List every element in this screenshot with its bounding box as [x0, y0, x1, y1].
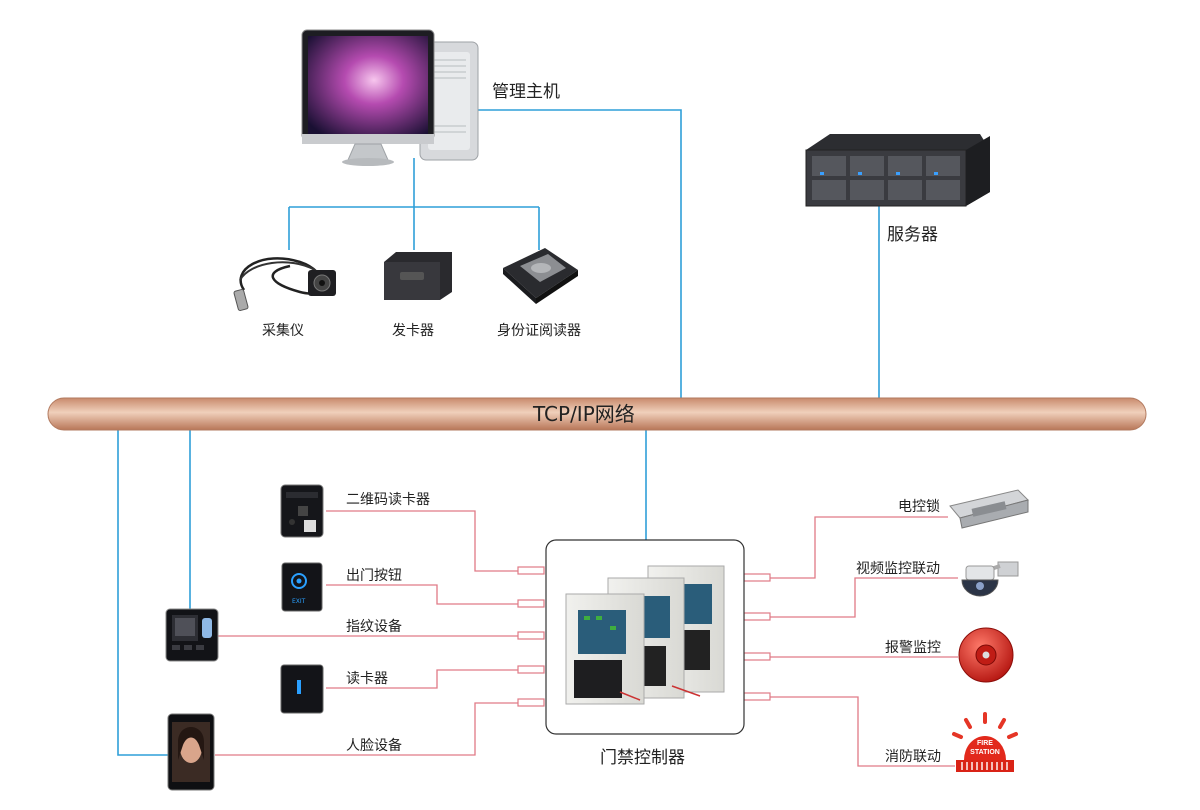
network-lines — [117, 109, 880, 756]
svg-text:STATION: STATION — [970, 749, 1000, 756]
face-device-icon — [167, 713, 215, 791]
electric-lock-line — [770, 516, 948, 579]
output-label-alarm: 报警监控 — [885, 640, 941, 656]
controller-label: 门禁控制器 — [600, 748, 685, 768]
input-label-fingerprint: 指纹设备 — [346, 619, 402, 635]
dome-camera-line — [770, 577, 958, 618]
usb-camera-icon — [233, 257, 336, 312]
qr-reader-icon — [280, 484, 324, 538]
input-label-face-device: 人脸设备 — [346, 738, 402, 754]
exit-button-line — [326, 584, 518, 605]
fingerprint-device-icon — [165, 608, 219, 662]
host-to-bus-line — [470, 109, 682, 400]
fire-station-icon: FIRE STATION — [952, 712, 1018, 772]
card-issuer-icon — [384, 252, 452, 300]
tcpip-bus — [47, 397, 1147, 431]
peripheral-label-card-issuer: 发卡器 — [392, 323, 434, 339]
bus-label: TCP/IP网络 — [533, 402, 635, 426]
peripheral-label-collector: 采集仪 — [262, 323, 304, 339]
exit-button-icon: EXIT — [281, 562, 323, 612]
card-reader-line — [326, 669, 518, 689]
server-label: 服务器 — [887, 225, 938, 245]
svg-text:FIRE: FIRE — [977, 740, 993, 747]
rack-server-icon — [805, 134, 990, 207]
input-label-card-reader: 读卡器 — [346, 671, 388, 687]
connector-stubs — [517, 566, 771, 707]
qr-reader-line — [326, 510, 518, 572]
card-reader-icon — [280, 664, 324, 714]
output-label-video-linkage: 视频监控联动 — [856, 561, 940, 577]
host-label: 管理主机 — [492, 82, 560, 102]
dome-camera-icon — [961, 561, 1019, 597]
desktop-computer-icon — [301, 29, 479, 166]
peripheral-label-id-reader: 身份证阅读器 — [497, 323, 581, 339]
face-device-line — [215, 702, 518, 756]
io-lines — [215, 510, 958, 767]
fire-station-line — [770, 696, 955, 767]
host-peripheral-branch — [288, 206, 540, 250]
input-label-exit-button: 出门按钮 — [346, 568, 402, 584]
alarm-bell-icon — [958, 627, 1014, 683]
input-label-qr-reader: 二维码读卡器 — [346, 492, 430, 508]
svg-text:EXIT: EXIT — [292, 598, 306, 605]
output-label-electric-lock: 电控锁 — [898, 499, 940, 515]
output-label-fire-linkage: 消防联动 — [885, 749, 941, 765]
bus-to-face-device-line — [117, 430, 168, 756]
electric-lock-icon — [949, 489, 1029, 529]
id-card-reader-icon — [503, 248, 578, 304]
access-controller-icon — [545, 539, 745, 735]
